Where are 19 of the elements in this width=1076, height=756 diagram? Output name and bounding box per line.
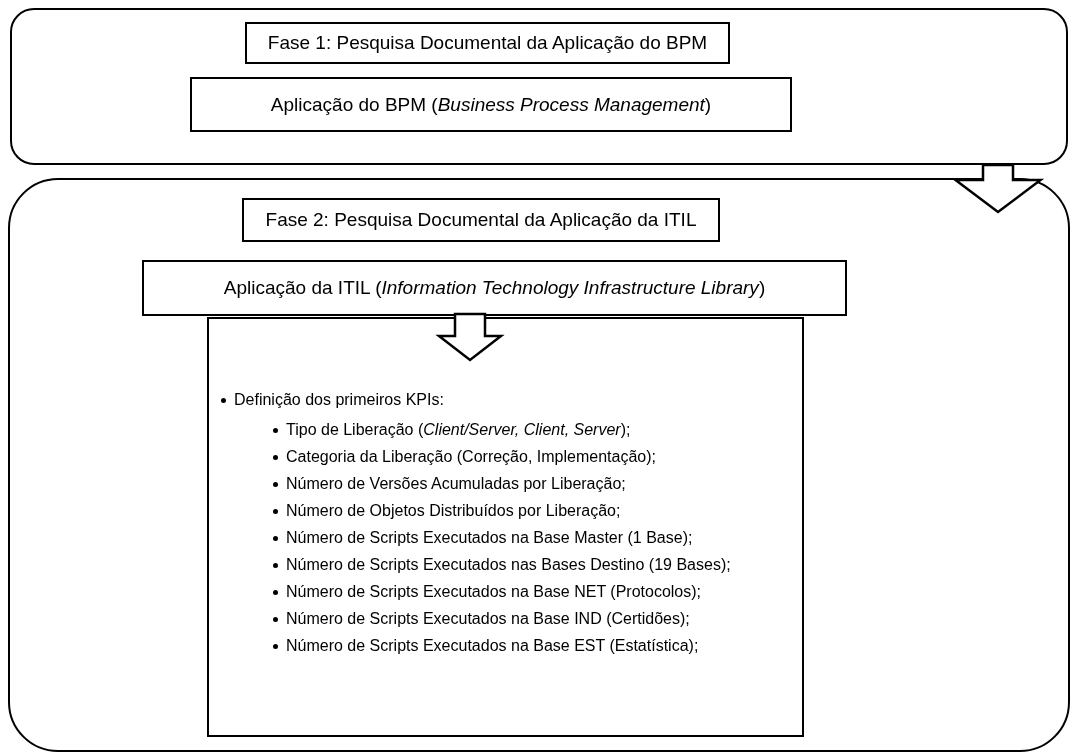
process-box: Aplicação do BPM (Business Process Management) <box>190 77 792 132</box>
process-box: Fase 1: Pesquisa Documental da Aplicação do BPM <box>245 22 730 64</box>
block-arrow <box>435 312 505 362</box>
process-box: Aplicação da ITIL (Information Technology Infrastructure Library) <box>142 260 847 316</box>
bullet-item: Número de Scripts Executados na Base IND (Certidões); <box>286 610 690 628</box>
list-box <box>207 317 804 737</box>
bullet-item: Número de Scripts Executados na Base EST (Estatística); <box>286 637 699 655</box>
bullet-item: Número de Objetos Distribuídos por Liberação; <box>286 502 621 520</box>
bullet-item: Número de Scripts Executados na Base Master (1 Base); <box>286 529 693 547</box>
bullet-item: Categoria da Liberação (Correção, Implementação); <box>286 448 656 466</box>
bullet-item: Número de Versões Acumuladas por Liberação; <box>286 475 626 493</box>
bullet-item: Número de Scripts Executados na Base NET (Protocolos); <box>286 583 701 601</box>
process-box: Fase 2: Pesquisa Documental da Aplicação da ITIL <box>242 198 720 242</box>
bullet-item: Número de Scripts Executados nas Bases Destino (19 Bases); <box>286 556 731 574</box>
group-frame <box>8 178 1070 752</box>
bullet-item: Tipo de Liberação (Client/Server, Client, Server); <box>286 421 631 439</box>
bullet-item: Definição dos primeiros KPIs: <box>234 391 444 409</box>
block-arrow <box>951 163 1045 214</box>
group-frame <box>10 8 1068 165</box>
